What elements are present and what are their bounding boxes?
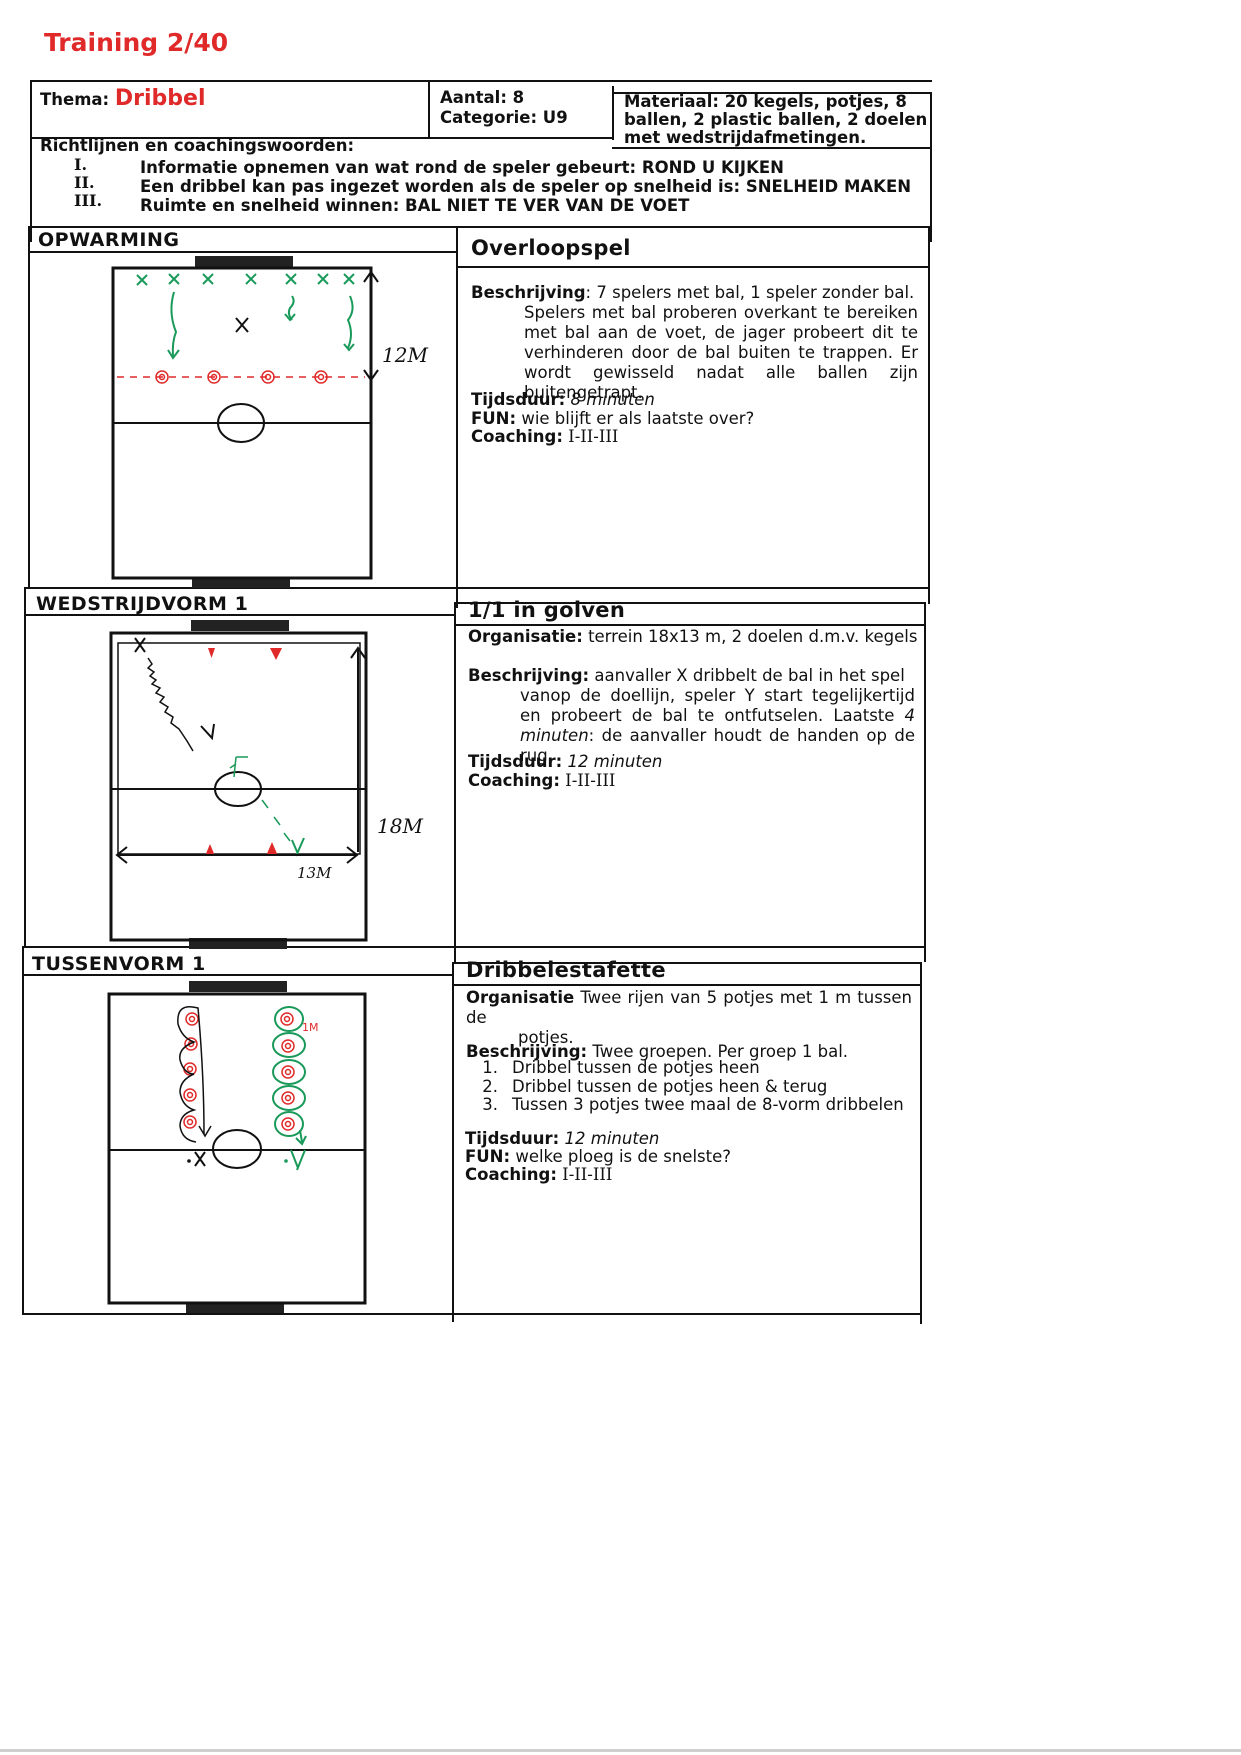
beschrijving-label: Beschrijving: xyxy=(468,666,590,685)
tijdsduur-value: 12 minuten xyxy=(567,752,663,771)
tijdsduur-value: 12 minuten xyxy=(564,1129,660,1148)
organisatie-value: potjes. xyxy=(518,1028,574,1047)
tijdsduur-label: Tijdsduur: xyxy=(465,1129,560,1148)
thema-value: Dribbel xyxy=(114,86,206,111)
coaching-value: I-II-III xyxy=(568,427,619,446)
list-item: 2.Dribbel tussen de potjes heen & terug xyxy=(482,1076,828,1096)
organisatie-value: terrein 18x13 m, 2 doelen d.m.v. kegels xyxy=(588,627,918,646)
coaching-value: I-II-III xyxy=(562,1165,613,1184)
organisatie-value: Twee rijen van 5 potjes met 1 m tussen d… xyxy=(466,988,912,1027)
beschrijving-text: vanop de doellijn, speler Y start tegeli… xyxy=(520,686,915,725)
beschrijving-text: Spelers met bal proberen overkant te ber… xyxy=(524,303,918,402)
organisatie-block: Organisatie Twee rijen van 5 potjes met … xyxy=(466,988,912,1048)
exercise-title: Overloopspel xyxy=(471,236,631,260)
section-label: TUSSENVORM 1 xyxy=(32,953,206,975)
coaching-value: I-II-III xyxy=(565,771,616,790)
thema-field: Thema: Dribbel xyxy=(40,86,206,111)
guideline-text: Een dribbel kan pas ingezet worden als d… xyxy=(140,177,912,196)
spacing-label: 1M xyxy=(302,1021,319,1034)
dimension-label: 12M xyxy=(382,343,428,367)
guideline-text: Ruimte en snelheid winnen: BAL NIET TE V… xyxy=(140,196,690,215)
width-label: 13M xyxy=(297,864,332,882)
materiaal-line: ballen, 2 plastic ballen, 2 doelen xyxy=(624,110,928,129)
organisatie-label: Organisatie xyxy=(466,988,575,1007)
guideline-num: II. xyxy=(74,173,95,192)
categorie: Categorie: U9 xyxy=(440,108,568,127)
thema-label: Thema: xyxy=(40,90,110,109)
organisatie-label: Organisatie: xyxy=(468,627,583,646)
beschrijving-label: Beschrijving: xyxy=(466,1042,588,1061)
tijdsduur-value: 8 minuten xyxy=(570,390,655,409)
beschrijving-text: de aanvaller houdt de handen op de rug. xyxy=(520,726,915,765)
guideline-num: III. xyxy=(74,191,103,210)
fun-value: welke ploeg is de snelste? xyxy=(515,1147,732,1166)
guideline-num: I. xyxy=(74,155,88,174)
exercise-title: Dribbelestafette xyxy=(466,958,666,982)
beschrijving-block: Beschrijving: aanvaller X dribbelt de ba… xyxy=(468,666,915,766)
tijdsduur-line: Tijdsduur: 12 minuten xyxy=(468,752,662,772)
fun-label: FUN: xyxy=(471,409,517,428)
coaching-label: Coaching: xyxy=(471,427,563,446)
beschrijving-line: Beschrijving: Twee groepen. Per groep 1 … xyxy=(466,1042,848,1062)
beschrijving-text: : xyxy=(588,726,595,745)
coaching-label: Coaching: xyxy=(468,771,560,790)
materiaal: Materiaal: 20 kegels, potjes, 8 ballen, … xyxy=(624,93,927,147)
aantal: Aantal: 8 xyxy=(440,88,525,107)
section-label: WEDSTRIJDVORM 1 xyxy=(36,593,249,615)
coaching-line: Coaching: I-II-III xyxy=(471,427,618,447)
guideline-text: Informatie opnemen van wat rond de spele… xyxy=(140,158,784,177)
exercise-title: 1/1 in golven xyxy=(468,598,626,622)
beschrijving-italic: 4 minuten xyxy=(520,706,915,745)
tijdsduur-label: Tijdsduur: xyxy=(468,752,563,771)
fun-line: FUN: welke ploeg is de snelste? xyxy=(465,1147,731,1167)
list-item: 1.Dribbel tussen de potjes heen xyxy=(482,1058,760,1077)
document-title: Training 2/40 xyxy=(44,28,229,57)
guidelines-heading: Richtlijnen en coachingswoorden: xyxy=(40,136,355,155)
tijdsduur-line: Tijdsduur: 8 minuten xyxy=(471,390,655,410)
beschrijving-label: Beschrijving xyxy=(471,283,586,302)
length-label: 18M xyxy=(377,814,423,838)
coaching-line: Coaching: I-II-III xyxy=(468,771,615,791)
steps-list: 1.Dribbel tussen de potjes heen 2.Dribbe… xyxy=(458,1058,904,1115)
tijdsduur-line: Tijdsduur: 12 minuten xyxy=(465,1129,659,1149)
beschrijving-text: Twee groepen. Per groep 1 bal. xyxy=(592,1042,849,1061)
beschrijving-block: Beschrijving: 7 spelers met bal, 1 spele… xyxy=(471,283,918,403)
coaching-label: Coaching: xyxy=(465,1165,557,1184)
section-label: OPWARMING xyxy=(38,229,180,251)
organisatie-line: Organisatie: terrein 18x13 m, 2 doelen d… xyxy=(468,627,917,647)
beschrijving-text: aanvaller X dribbelt de bal in het spel xyxy=(594,666,905,685)
coaching-line: Coaching: I-II-III xyxy=(465,1165,612,1185)
fun-value: wie blijft er als laatste over? xyxy=(521,409,755,428)
tijdsduur-label: Tijdsduur: xyxy=(471,390,566,409)
scan-edge xyxy=(0,1749,1241,1752)
list-item: 3.Tussen 3 potjes twee maal de 8-vorm dr… xyxy=(482,1095,904,1114)
fun-line: FUN: wie blijft er als laatste over? xyxy=(471,409,754,429)
fun-label: FUN: xyxy=(465,1147,511,1166)
beschrijving-text: : 7 spelers met bal, 1 speler zonder bal… xyxy=(585,283,915,302)
materiaal-line: Materiaal: 20 kegels, potjes, 8 xyxy=(624,92,907,111)
materiaal-line: met wedstrijdafmetingen. xyxy=(624,128,867,147)
